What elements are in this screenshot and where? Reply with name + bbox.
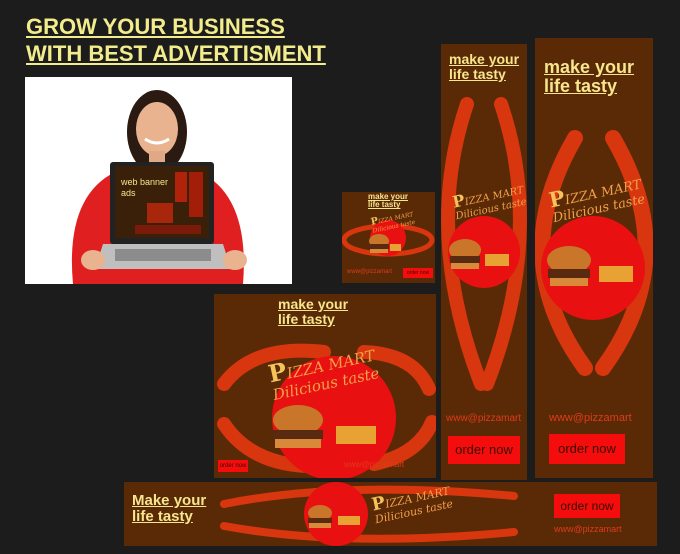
order-now-button[interactable]: order now bbox=[448, 436, 520, 464]
woman-laptop-photo: web banner ads bbox=[25, 77, 292, 284]
headline-line-2: WITH BEST ADVERTISMENT bbox=[26, 41, 326, 66]
website-text: www@pizzamart bbox=[446, 413, 522, 424]
swirl-shape bbox=[441, 97, 527, 391]
website-text: www@pizzamart bbox=[549, 412, 632, 424]
website-text: www@pizzamart bbox=[347, 269, 393, 275]
order-now-button[interactable]: order now bbox=[403, 268, 433, 278]
laptop-screen-text: web banner ads bbox=[121, 177, 169, 198]
swirl-shape bbox=[535, 130, 653, 376]
headline: GROW YOUR BUSINESS WITH BEST ADVERTISMEN… bbox=[26, 13, 326, 67]
swirl-shape bbox=[220, 482, 518, 546]
headline-line-1: GROW YOUR BUSINESS bbox=[26, 14, 285, 39]
website-text: www@pizzamart bbox=[344, 460, 405, 469]
order-now-button[interactable]: order now bbox=[549, 434, 625, 464]
order-now-button[interactable]: order now bbox=[554, 494, 620, 518]
order-now-button[interactable]: order now bbox=[218, 460, 248, 472]
website-text: www@pizzamart bbox=[554, 524, 622, 534]
woman-laptop-illustration bbox=[71, 90, 247, 284]
